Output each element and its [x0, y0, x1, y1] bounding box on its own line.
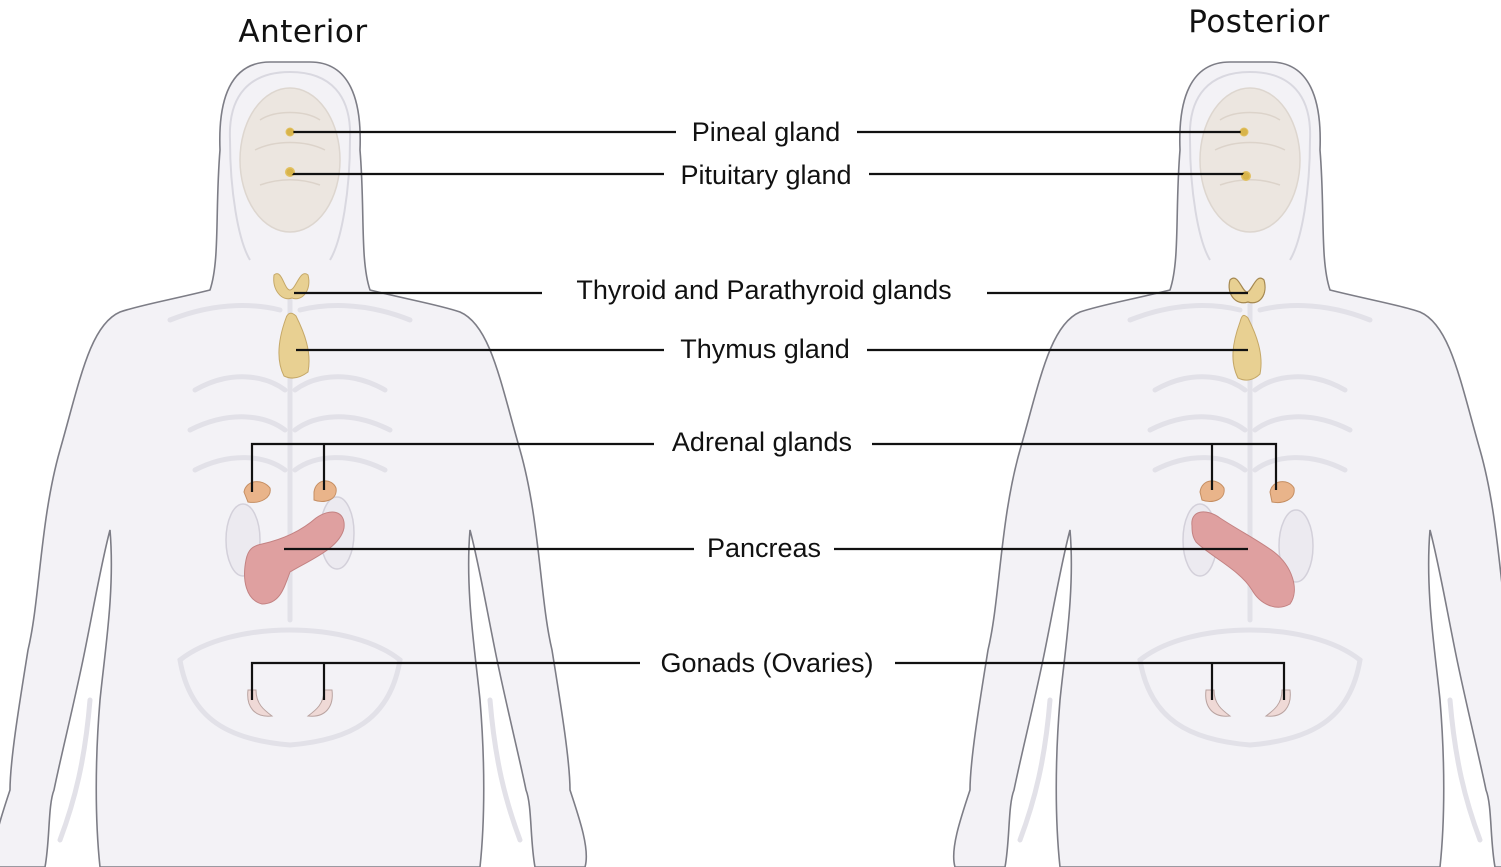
anterior-title: Anterior [238, 14, 367, 50]
label-gonads-ovaries: Gonads (Ovaries) [660, 648, 873, 678]
posterior-figure [954, 62, 1501, 867]
posterior-title: Posterior [1188, 4, 1330, 40]
anterior-figure [0, 62, 586, 867]
label-thyroid-parathyroid: Thyroid and Parathyroid glands [576, 275, 951, 305]
label-pineal-gland: Pineal gland [692, 117, 841, 147]
label-adrenal-glands: Adrenal glands [672, 427, 852, 457]
label-thymus-gland: Thymus gland [680, 334, 850, 364]
label-pituitary-gland: Pituitary gland [680, 160, 851, 190]
label-pancreas: Pancreas [707, 533, 821, 563]
